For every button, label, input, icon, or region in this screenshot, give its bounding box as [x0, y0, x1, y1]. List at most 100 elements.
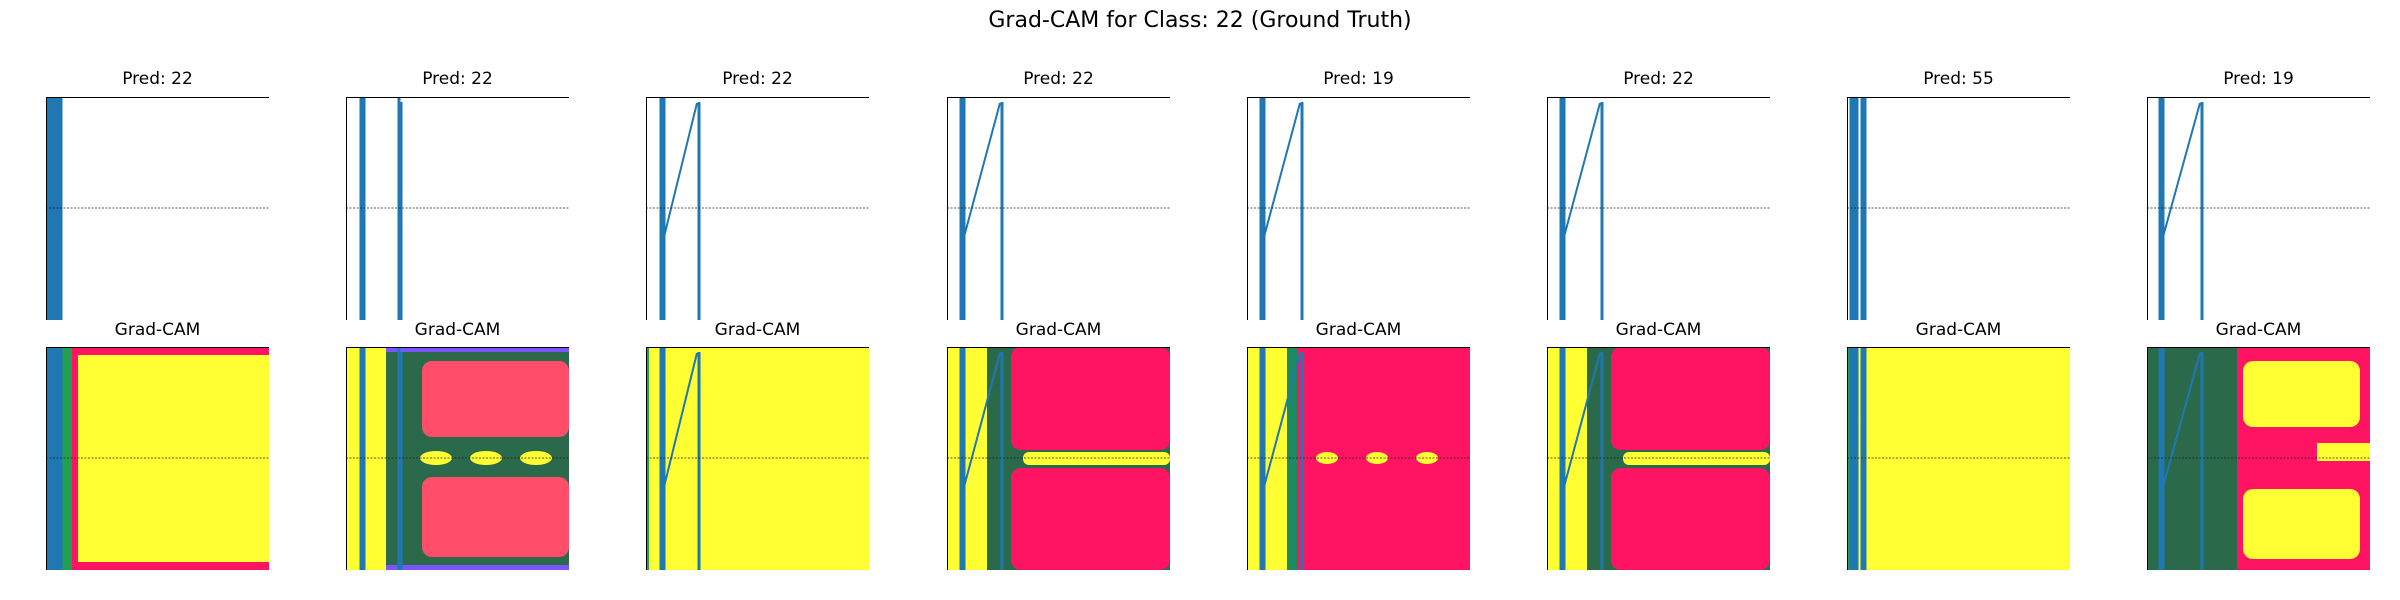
- gradcam-panel-5: [1247, 347, 1470, 570]
- cam-band: [2317, 443, 2370, 461]
- signal-ramp: [1861, 102, 1864, 238]
- signal-trace: [1849, 97, 1867, 320]
- cam-block-bottom: [1611, 468, 1770, 570]
- gradcam-title-3: Grad-CAM: [714, 320, 801, 340]
- cam-band: [1623, 452, 1770, 465]
- panel-svg: [1247, 347, 1470, 570]
- cam-block-top: [1011, 347, 1170, 450]
- gradcam-title-2: Grad-CAM: [414, 320, 501, 340]
- cam-block-top: [1611, 347, 1770, 450]
- gradcam-panel-1: [46, 347, 269, 570]
- signal-panel-4: [947, 97, 1170, 320]
- signal-trace: [359, 347, 403, 570]
- signal-ramp: [1563, 102, 1601, 238]
- cam-left-edge: [72, 347, 78, 570]
- signal-ramp: [1861, 352, 1864, 488]
- cam-top-edge: [72, 347, 269, 355]
- pred-title-3: Pred: 22: [722, 69, 793, 89]
- signal-trace: [2158, 97, 2204, 320]
- pred-title-7: Pred: 55: [1923, 69, 1994, 89]
- signal-ramp: [1263, 352, 1301, 488]
- panel-svg: [1547, 347, 1770, 570]
- gradcam-title-7: Grad-CAM: [1915, 320, 2002, 340]
- signal-trace: [46, 347, 63, 570]
- signal-panel-6: [1547, 97, 1770, 320]
- panel-svg: [1847, 97, 2070, 320]
- signal-ramp: [1563, 352, 1601, 488]
- gradcam-panel-7: [1847, 347, 2070, 570]
- signal-ramp: [963, 102, 1001, 238]
- pred-title-6: Pred: 22: [1623, 69, 1694, 89]
- cam-background: [646, 347, 869, 570]
- signal-trace: [959, 347, 1004, 570]
- signal-trace: [659, 97, 701, 320]
- pred-title-8: Pred: 19: [2223, 69, 2294, 89]
- cam-edge: [386, 565, 569, 570]
- pred-title-1: Pred: 22: [122, 69, 193, 89]
- gradcam-panel-6: [1547, 347, 1770, 570]
- cam-background: [1847, 347, 2070, 570]
- pred-title-2: Pred: 22: [422, 69, 493, 89]
- cam-block-bottom: [1011, 468, 1170, 570]
- signal-panel-7: [1847, 97, 2070, 320]
- pred-title-4: Pred: 22: [1023, 69, 1094, 89]
- signal-trace: [1849, 347, 1867, 570]
- cam-bottom-edge: [72, 562, 269, 570]
- gradcam-panel-4: [947, 347, 1170, 570]
- panel-svg: [1247, 97, 1470, 320]
- signal-trace: [46, 97, 63, 320]
- signal-ramp: [663, 102, 698, 238]
- pred-title-5: Pred: 19: [1323, 69, 1394, 89]
- panel-svg: [1847, 347, 2070, 570]
- gradcam-title-8: Grad-CAM: [2215, 320, 2302, 340]
- signal-ramp: [1263, 102, 1301, 238]
- cam-background: [46, 347, 269, 570]
- panel-svg: [1547, 97, 1770, 320]
- signal-ramp: [2162, 102, 2201, 238]
- signal-trace: [359, 97, 403, 320]
- panel-svg: [947, 97, 1170, 320]
- signal-trace: [1259, 97, 1304, 320]
- cam-block-top: [422, 361, 569, 437]
- gradcam-title-6: Grad-CAM: [1615, 320, 1702, 340]
- signal-trace: [1559, 97, 1604, 320]
- signal-ramp: [57, 102, 60, 238]
- signal-trace: [1559, 347, 1604, 570]
- signal-ramp: [663, 352, 698, 488]
- panel-svg: [346, 347, 569, 570]
- panel-svg: [2147, 347, 2370, 570]
- signal-panel-5: [1247, 97, 1470, 320]
- cam-block-top: [2243, 361, 2360, 427]
- signal-panel-1: [46, 97, 269, 320]
- panel-svg: [947, 347, 1170, 570]
- gradcam-title-4: Grad-CAM: [1015, 320, 1102, 340]
- panel-svg: [46, 347, 269, 570]
- cam-edge: [646, 347, 649, 570]
- gradcam-title-1: Grad-CAM: [114, 320, 201, 340]
- signal-trace: [959, 97, 1004, 320]
- signal-trace: [1259, 347, 1304, 570]
- signal-ramp: [2162, 352, 2201, 488]
- signal-ramp: [963, 352, 1001, 488]
- panel-svg: [646, 97, 869, 320]
- figure-title: Grad-CAM for Class: 22 (Ground Truth): [988, 8, 1412, 33]
- cam-edge: [1287, 347, 1297, 570]
- cam-block-bottom: [422, 477, 569, 557]
- cam-band: [1023, 452, 1170, 465]
- panel-svg: [646, 347, 869, 570]
- panel-svg: [2147, 97, 2370, 320]
- cam-edge: [386, 347, 569, 352]
- gradcam-panel-3: [646, 347, 869, 570]
- signal-trace: [2158, 347, 2204, 570]
- cam-edge: [1847, 347, 1850, 570]
- signal-ramp: [57, 352, 60, 488]
- panel-svg: [46, 97, 269, 320]
- signal-trace: [659, 347, 701, 570]
- signal-panel-3: [646, 97, 869, 320]
- signal-panel-8: [2147, 97, 2370, 320]
- cam-spot: [420, 451, 452, 465]
- cam-block-bottom: [2243, 489, 2360, 559]
- gradcam-title-5: Grad-CAM: [1315, 320, 1402, 340]
- cam-spot: [1316, 452, 1338, 464]
- panel-svg: [346, 97, 569, 320]
